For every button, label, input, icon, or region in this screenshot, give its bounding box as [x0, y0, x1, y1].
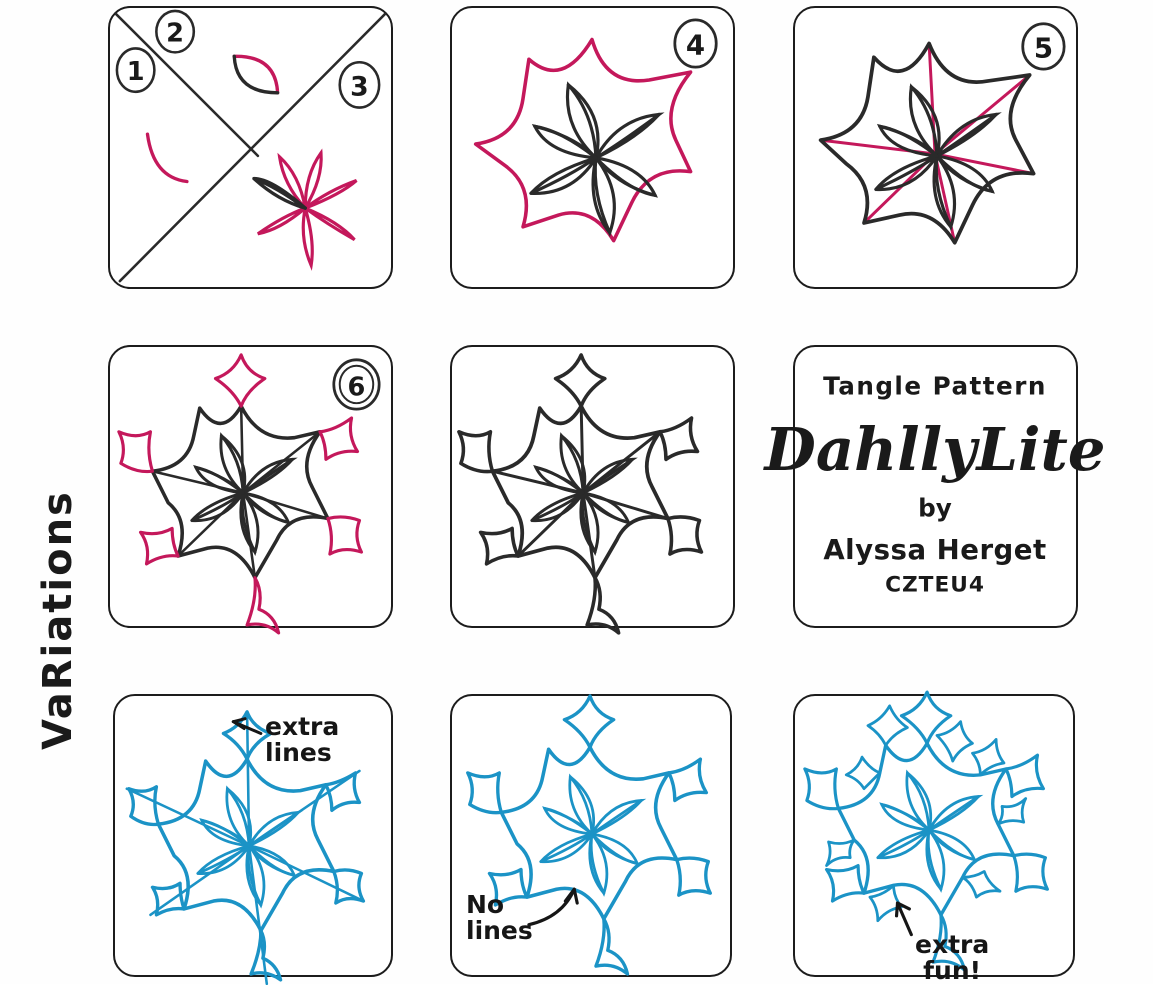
variation-1-motif: [125, 710, 366, 985]
variations-label: VaRiations: [35, 490, 81, 750]
variation-2-art: [466, 694, 712, 976]
tile-title-card: Tangle Pattern DahllyLite by Alyssa Herg…: [763, 345, 1106, 628]
svg-text:4: 4: [686, 28, 705, 61]
step-number-1: 1: [115, 47, 156, 94]
tile-step-1-2-3-art: 1 2 3: [114, 9, 387, 283]
step-number-4: 4: [673, 18, 718, 69]
step-number-3: 3: [338, 60, 381, 109]
tile-step-5: 5: [793, 6, 1078, 289]
svg-text:1: 1: [127, 57, 145, 87]
svg-text:3: 3: [350, 72, 369, 103]
variation-3-annotation: extra fun!: [915, 930, 990, 985]
tile-completed-art: [457, 353, 704, 635]
step4-star: [473, 37, 693, 243]
tile-step-1-2-3: 1 2 3: [108, 6, 393, 289]
step-number-5: 5: [1021, 22, 1066, 71]
step3-flower: [252, 148, 358, 271]
artist-name: Alyssa Herget: [823, 533, 1046, 566]
czt-code: CZTEU4: [885, 572, 985, 597]
tile-variation-3: extra fun!: [793, 690, 1075, 983]
variation-3-motif: [803, 690, 1049, 972]
tile-step-4-art: 4: [473, 18, 718, 243]
tile-step-6-art: 6: [117, 353, 381, 635]
title-card-line-above: Tangle Pattern: [823, 371, 1047, 400]
variation-1-art: [125, 710, 366, 985]
step-number-2: 2: [155, 9, 196, 54]
by-word: by: [918, 494, 952, 523]
svg-text:2: 2: [166, 19, 184, 49]
tile-variation-1: extra lines: [113, 694, 393, 985]
variation-2-motif: [466, 694, 712, 976]
title-card-art: Tangle Pattern DahllyLite by Alyssa Herg…: [763, 371, 1106, 597]
tile-step-4: 4: [450, 6, 735, 289]
svg-text:5: 5: [1034, 31, 1053, 64]
step6-motif: [117, 353, 363, 635]
step1-arc: [145, 132, 189, 184]
step-number-6: 6: [332, 358, 381, 411]
svg-text:6: 6: [348, 372, 366, 402]
step4-flower: [529, 81, 665, 238]
step5-flower: [874, 83, 1002, 232]
step2-petal: [232, 54, 280, 95]
tile-step-6: 6: [108, 345, 393, 635]
pattern-name: DahllyLite: [763, 414, 1106, 484]
variation-3-art: [803, 690, 1049, 972]
tile-step-5-art: 5: [818, 22, 1066, 245]
extra-fun-arrow: [895, 901, 913, 937]
variation-1-annotation: extra lines: [265, 712, 340, 767]
tile-variation-2: No lines: [450, 694, 732, 977]
tile-completed: [450, 345, 735, 635]
variation-2-annotation: No lines: [466, 890, 533, 945]
completed-motif: [457, 353, 704, 635]
